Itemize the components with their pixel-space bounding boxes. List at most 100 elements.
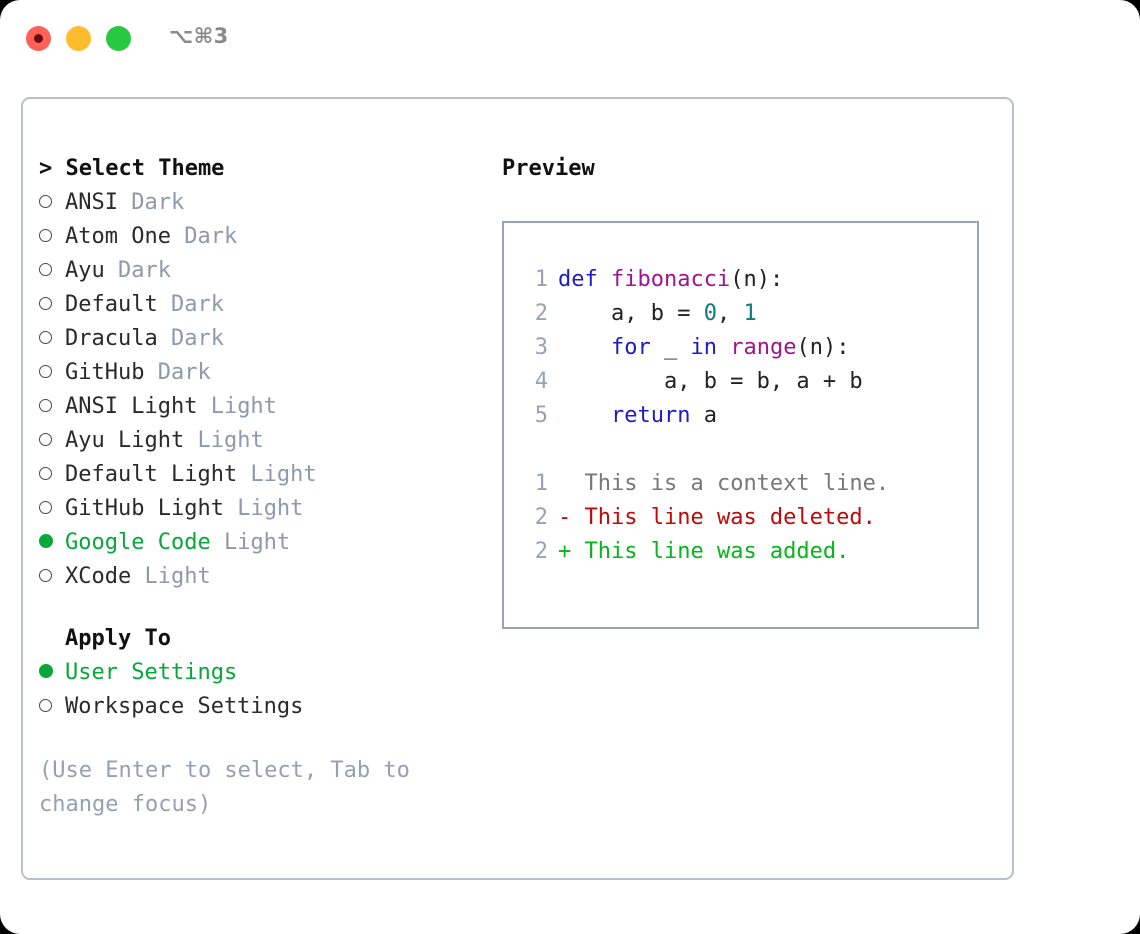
theme-list-item[interactable]: ANSI Light Light [39,390,499,424]
code-line: 3 for _ in range(n): [520,331,977,365]
apply-to-option[interactable]: Workspace Settings [39,690,499,724]
line-number: 2 [534,539,548,564]
code-line: 4 a, b = b, a + b [520,365,977,399]
theme-variant-tag: Light [197,394,277,419]
radio-dot [39,331,52,344]
diff-text-del: - This line was deleted. [558,505,876,530]
theme-list-item[interactable]: Google Code Light [39,526,499,560]
theme-variant-tag: Light [223,496,304,521]
radio-selected-icon [39,656,65,690]
radio-empty-icon [39,254,65,288]
theme-list-item[interactable]: Dracula Dark [39,322,499,356]
code-token-fn: range [730,335,797,360]
diff-line: 2 - This line was deleted. [520,501,977,535]
radio-dot [39,229,52,242]
diff-sample: 1 This is a context line. 2 - This line wa… [520,467,977,569]
radio-empty-icon [39,492,65,526]
theme-list-item[interactable]: XCode Light [39,560,499,594]
theme-name: Ayu [65,258,105,283]
theme-name: Default Light [65,462,238,487]
theme-list-item[interactable]: GitHub Dark [39,356,499,390]
radio-dot [39,534,53,548]
radio-dot [39,195,52,208]
code-token-pl: a, b = [558,301,704,326]
diff-line: 1 This is a context line. [520,467,977,501]
maximize-window-button[interactable] [106,26,131,51]
theme-name: Google Code [65,530,211,555]
radio-dot [39,467,52,480]
radio-empty-icon [39,560,65,594]
radio-dot [39,501,52,514]
radio-dot [39,263,52,276]
theme-list-item[interactable]: Ayu Light Light [39,424,499,458]
title-bar: ⌥⌘3 [0,0,1140,78]
line-number: 1 [534,471,548,496]
radio-dot [39,569,52,582]
radio-empty-icon [39,220,65,254]
diff-prefix [558,471,585,496]
radio-empty-icon [39,424,65,458]
theme-list-item[interactable]: Default Light Light [39,458,499,492]
code-token-pl: a [690,403,717,428]
radio-empty-icon [39,288,65,322]
code-token-fn: fibonacci [610,267,731,292]
radio-dot [39,399,52,412]
code-token-pl: _ [650,335,691,360]
minimize-window-button[interactable] [66,26,91,51]
theme-variant-tag: Dark [104,258,171,283]
diff-content: This line was added. [584,539,850,564]
theme-list-item[interactable]: Atom One Dark [39,220,499,254]
close-window-button[interactable] [26,26,51,51]
theme-name: Atom One [65,224,171,249]
code-token-num: 0 [703,301,717,326]
theme-list-item[interactable]: Ayu Dark [39,254,499,288]
line-number: 4 [534,369,548,394]
code-token-kw: def [558,267,611,292]
theme-name: ANSI Light [65,394,198,419]
theme-variant-tag: Dark [170,224,238,249]
theme-variant-tag: Dark [144,360,211,385]
theme-name: GitHub [65,360,145,385]
diff-content: This line was deleted. [584,505,876,530]
theme-variant-tag: Light [131,564,211,589]
line-number: 5 [534,403,548,428]
code-token-pl: (n): [730,267,784,292]
theme-name: Default [65,292,158,317]
theme-list-item[interactable]: GitHub Light Light [39,492,499,526]
keyboard-shortcut-label: ⌥⌘3 [169,24,229,48]
radio-dot [39,433,52,446]
theme-name: ANSI [65,190,118,215]
theme-variant-tag: Light [184,428,264,453]
theme-list-item[interactable]: ANSI Dark [39,186,499,220]
radio-dot [39,297,52,310]
select-theme-header: > Select Theme [39,156,225,181]
radio-dot [39,365,52,378]
theme-name: Dracula [65,326,158,351]
radio-empty-icon [39,458,65,492]
code-token-pl: a, b = b, a + b [558,369,863,394]
code-token-kw: in [690,335,717,360]
theme-list-item[interactable]: Default Dark [39,288,499,322]
line-number: 3 [534,335,548,360]
apply-to-option-label: Workspace Settings [65,694,304,719]
theme-name: XCode [65,564,132,589]
theme-variant-tag: Light [210,530,291,555]
apply-to-option[interactable]: User Settings [39,656,499,690]
radio-dot [39,699,52,712]
radio-empty-icon [39,690,65,724]
code-token-num: 1 [743,301,757,326]
diff-text-ctx: This is a context line. [558,471,890,496]
theme-variant-tag: Dark [157,326,224,351]
diff-content: This is a context line. [584,471,890,496]
line-number: 2 [534,505,548,530]
theme-name: Ayu Light [65,428,185,453]
radio-empty-icon [39,186,65,220]
code-line: 5 return a [520,399,977,433]
code-token-pl: , [716,301,744,326]
line-number: 2 [534,301,548,326]
